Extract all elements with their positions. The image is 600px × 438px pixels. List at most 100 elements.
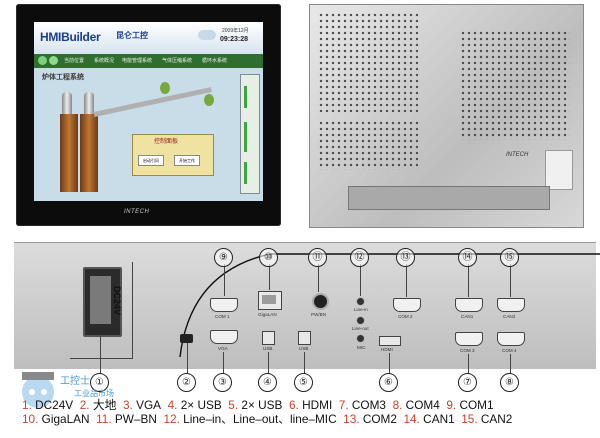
hmi-nav-item[interactable]: 系统概况 [94, 58, 115, 64]
line-out-label: Line-out [352, 326, 369, 331]
hmi-time: 09:23:28 [220, 36, 249, 43]
can2-label: CAN2 [503, 314, 516, 319]
leader-line [318, 264, 319, 292]
ground-terminal[interactable] [180, 334, 193, 343]
com1-port[interactable] [210, 298, 238, 312]
furnace-tower-right [80, 114, 98, 192]
leader-line [510, 354, 511, 374]
watermark-mascot-icon [22, 372, 54, 408]
back-brand-logo: INTECH [506, 152, 529, 158]
mic-jack[interactable] [356, 334, 365, 343]
legend-row-1: 1. DC24V 2. 大地 3. VGA 4. 2× USB 5. 2× US… [22, 398, 598, 412]
watermark-subtext: 工业品市场 [74, 389, 114, 398]
callout-9: ⑨ [214, 248, 233, 267]
gigalan-socket [262, 295, 276, 304]
usb-port-b[interactable] [298, 331, 311, 345]
legend-item: 3. VGA [123, 398, 162, 412]
callout-6: ⑥ [379, 373, 398, 392]
furnace-tower-left [60, 114, 78, 192]
vga-port[interactable] [210, 330, 238, 344]
callout-2: ② [177, 373, 196, 392]
legend-item: 11. PW–BN [96, 412, 157, 426]
can2-port[interactable] [497, 298, 525, 312]
leader-line [360, 264, 361, 296]
leader-line [224, 264, 225, 296]
can1-label: CAN1 [461, 314, 474, 319]
leader-line [223, 352, 224, 374]
callout-14: ⑭ [458, 248, 477, 267]
weather-icon [198, 30, 216, 40]
legend-item: 7. COM3 [338, 398, 386, 412]
start-work-button[interactable]: 开始工作 [174, 155, 200, 166]
mic-label: MIC [357, 345, 366, 350]
back-icon[interactable] [49, 56, 58, 65]
callout-15: ⑮ [500, 248, 519, 267]
leader-line [468, 354, 469, 374]
hdmi-port[interactable] [379, 336, 401, 346]
legend-item: 6. HDMI [288, 398, 333, 412]
line-in-label: Line-in [354, 307, 368, 312]
usb-label-b: USB [299, 346, 309, 351]
can1-port[interactable] [455, 298, 483, 312]
hmi-nav-item[interactable]: 电能管理系统 [122, 58, 153, 64]
gauge-bar [244, 86, 247, 108]
level-gauge-panel [240, 74, 260, 194]
callout-11: ⑪ [308, 248, 327, 267]
leader-line [100, 334, 101, 374]
gauge-bar [244, 122, 247, 152]
hdmi-label: HDMI [381, 347, 393, 352]
vessel-a [160, 82, 170, 94]
callout-1: ① [90, 373, 109, 392]
legend-item: 12. Line–in、Line–out、line–MIC [163, 412, 337, 426]
callout-3: ③ [213, 373, 232, 392]
com2-label: COM 2 [398, 314, 413, 319]
power-button[interactable] [312, 293, 329, 310]
vga-label: VGA [218, 346, 228, 351]
callout-4: ④ [258, 373, 277, 392]
leader-line [269, 264, 270, 290]
hmi-date: 2009年12月 [222, 28, 249, 34]
vent-grid-lower [318, 120, 418, 170]
vent-grid-left [318, 12, 418, 112]
legend-item: 9. COM1 [446, 398, 494, 412]
com4-port[interactable] [497, 332, 525, 346]
com3-port[interactable] [455, 332, 483, 346]
hmi-logo: HMIBuilder [40, 30, 101, 44]
back-port-strip [348, 186, 550, 210]
hmi-nav-item[interactable]: 当前位置 [64, 58, 85, 64]
tank-left [62, 92, 72, 114]
leader-line [187, 343, 188, 374]
callout-7: ⑦ [458, 373, 477, 392]
watermark-text: 工控士 [60, 376, 90, 387]
leader-line [304, 352, 305, 374]
hmi-nav-item[interactable]: 气体压缩系统 [162, 58, 193, 64]
leader-line [389, 353, 390, 374]
hmi-nav-item[interactable]: 循环水系统 [202, 58, 228, 64]
port-legend: 1. DC24V 2. 大地 3. VGA 4. 2× USB 5. 2× US… [22, 398, 598, 426]
start-fan-button[interactable]: 启动引风 [138, 155, 164, 166]
home-icon[interactable] [38, 56, 47, 65]
vent-grid-right [460, 30, 570, 140]
tank-right [84, 92, 94, 114]
hmi-header [34, 22, 263, 54]
callout-8: ⑧ [500, 373, 519, 392]
legend-item: 13. COM2 [343, 412, 397, 426]
legend-item: 10. GigaLAN [22, 412, 90, 426]
callout-12: ⑫ [350, 248, 369, 267]
usb-port-a[interactable] [262, 331, 275, 345]
callout-5: ⑤ [294, 373, 313, 392]
leader-line [268, 352, 269, 374]
com2-port[interactable] [393, 298, 421, 312]
dc-bracket-line [70, 262, 133, 359]
legend-item: 1. DC24V [22, 398, 74, 412]
front-brand-logo: INTECH [124, 209, 150, 215]
legend-item: 14. CAN1 [403, 412, 455, 426]
line-out-jack[interactable] [356, 316, 365, 325]
com3-label: COM 3 [460, 348, 475, 353]
line-in-jack[interactable] [356, 297, 365, 306]
spec-label-sticker [545, 150, 573, 190]
gauge-bar [244, 162, 247, 184]
control-panel-title: 控制面板 [154, 139, 179, 145]
power-label: PW/BN [311, 312, 327, 317]
dc24v-terminal-pins [90, 276, 111, 324]
